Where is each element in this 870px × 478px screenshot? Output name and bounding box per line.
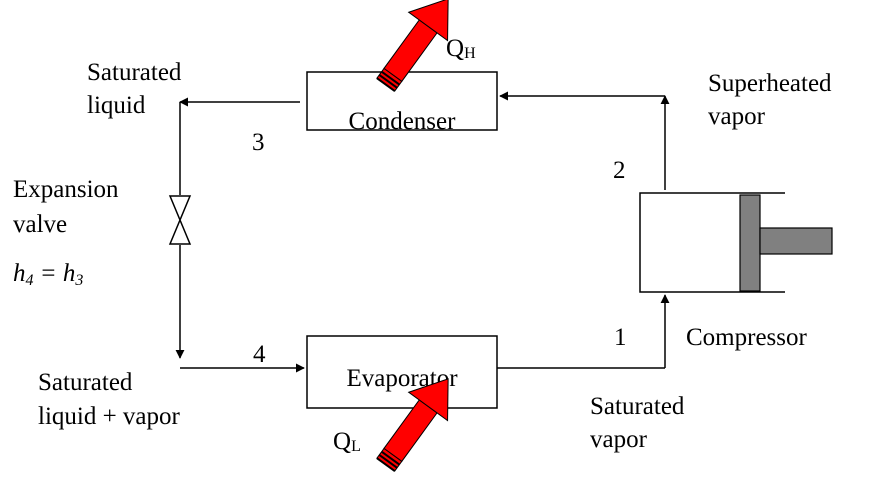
evaporator-box: [306, 335, 498, 409]
expansion-valve-icon: [168, 195, 192, 245]
superheated-vapor-label: Superheated: [708, 70, 832, 97]
state-4-label: 4: [253, 341, 266, 368]
saturated-liquid-label-2: liquid: [87, 92, 146, 119]
ql-label: QL: [333, 428, 361, 455]
state-1-label: 1: [614, 324, 627, 351]
ql-heat-arrow: [376, 378, 449, 472]
saturated-mix-label: Saturated: [38, 369, 133, 396]
saturated-vapor-label-2: vapor: [590, 426, 648, 453]
qh-heat-arrow: [376, 0, 449, 92]
saturated-mix-label-2: liquid + vapor: [38, 403, 181, 430]
expansion-valve-label-2: valve: [13, 211, 67, 238]
condenser-label: Condenser: [349, 108, 457, 135]
qh-label: QH: [446, 35, 476, 62]
superheated-vapor-label-2: vapor: [708, 103, 766, 130]
compressor-piston: [739, 194, 761, 292]
expansion-valve-label: Expansion: [13, 176, 119, 203]
state-2-label: 2: [613, 157, 626, 184]
compressor-piston-rod: [759, 227, 833, 255]
saturated-liquid-label: Saturated: [87, 59, 182, 86]
state-3-label: 3: [252, 129, 265, 156]
compressor-label: Compressor: [686, 324, 808, 351]
saturated-vapor-label: Saturated: [590, 393, 685, 420]
enthalpy-relation: h4 = h3: [13, 260, 83, 289]
